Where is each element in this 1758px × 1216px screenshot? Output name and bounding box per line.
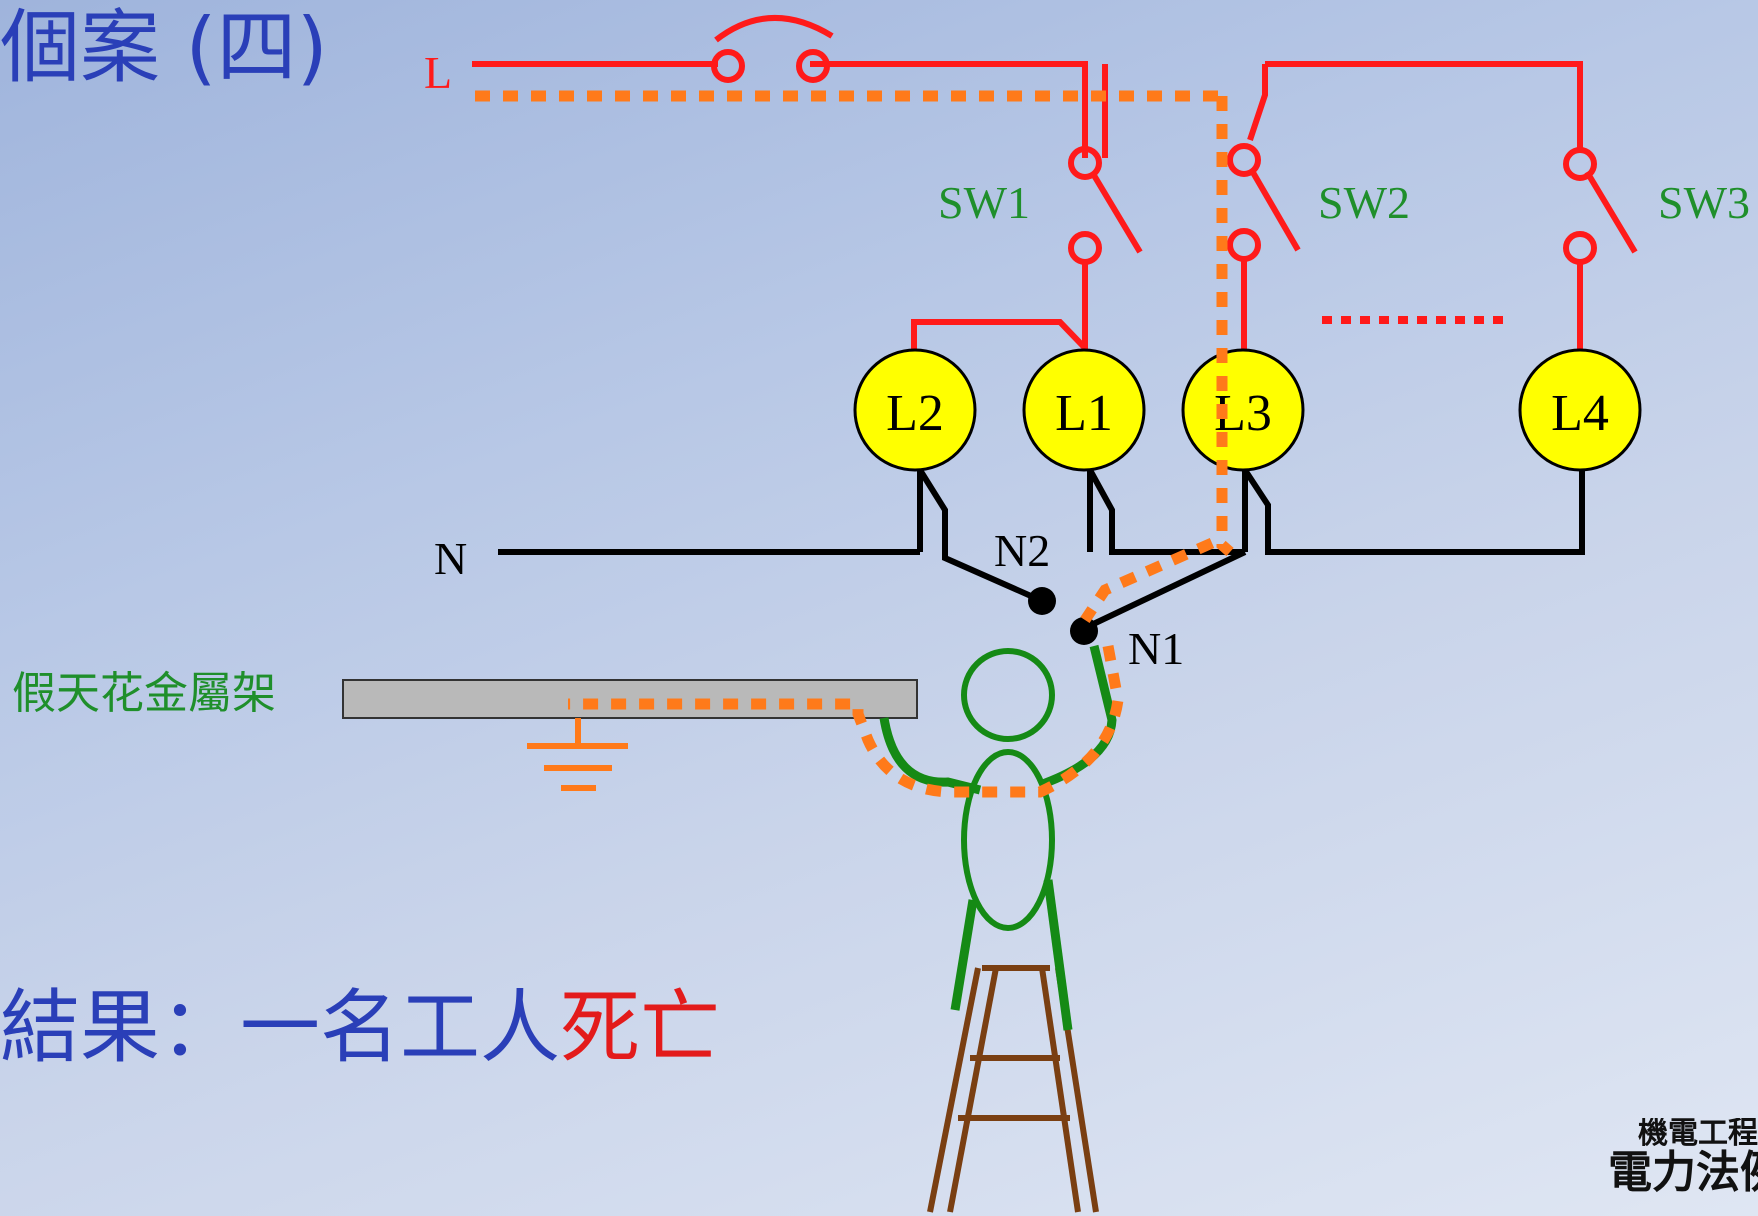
worker-left-leg xyxy=(950,899,978,1011)
slide-title: 個案 (四) xyxy=(0,1,328,94)
n1-label: N1 xyxy=(1128,623,1184,674)
switch-sw3 xyxy=(1563,147,1638,360)
result-prefix: 結果：一名工人 xyxy=(0,981,560,1074)
lamp-l1-label: L1 xyxy=(1055,385,1113,442)
current-path xyxy=(475,90,1234,798)
main-breaker xyxy=(711,15,834,83)
neutral-junctions xyxy=(1028,587,1098,645)
sw3-label: SW3 xyxy=(1658,177,1750,228)
lamp-l4: L4 xyxy=(1518,348,1642,472)
worker-left-arm xyxy=(879,717,982,795)
live-label: L xyxy=(424,47,452,98)
worker-right-arm xyxy=(1038,644,1117,790)
footer-logo-text: 機電工程 電力法例 xyxy=(1608,1118,1758,1196)
neutral-label: N xyxy=(434,533,467,584)
lamp-l3: L3 xyxy=(1181,348,1305,472)
earth-icon xyxy=(527,718,628,791)
n2-junction xyxy=(1028,587,1056,615)
lamp-l1: L1 xyxy=(1022,348,1146,472)
footer-line-1: 機電工程 xyxy=(1638,1118,1758,1151)
worker-body xyxy=(961,749,1055,931)
n2-label: N2 xyxy=(994,525,1050,576)
ceiling-metal-frame xyxy=(342,679,918,719)
ceiling-frame-label: 假天花金屬架 xyxy=(12,668,276,719)
switch-sw1 xyxy=(911,146,1143,360)
result-emphasis: 死亡 xyxy=(560,981,720,1074)
n1-junction xyxy=(1070,617,1098,645)
worker-head xyxy=(961,648,1055,742)
ladder xyxy=(927,965,1099,1213)
lamp-l4-label: L4 xyxy=(1551,385,1609,442)
neutral-wire xyxy=(498,459,1585,630)
worker-right-leg xyxy=(1043,879,1073,1031)
sw2-label: SW2 xyxy=(1318,177,1410,228)
lamp-l2: L2 xyxy=(853,348,977,472)
sw1-label: SW1 xyxy=(938,177,1030,228)
lamp-l2-label: L2 xyxy=(886,385,944,442)
switch-sw2 xyxy=(1227,143,1301,360)
footer-line-2: 電力法例 xyxy=(1608,1146,1758,1196)
result-text: 結果：一名工人死亡 xyxy=(0,988,720,1068)
live-wire xyxy=(472,61,1583,158)
